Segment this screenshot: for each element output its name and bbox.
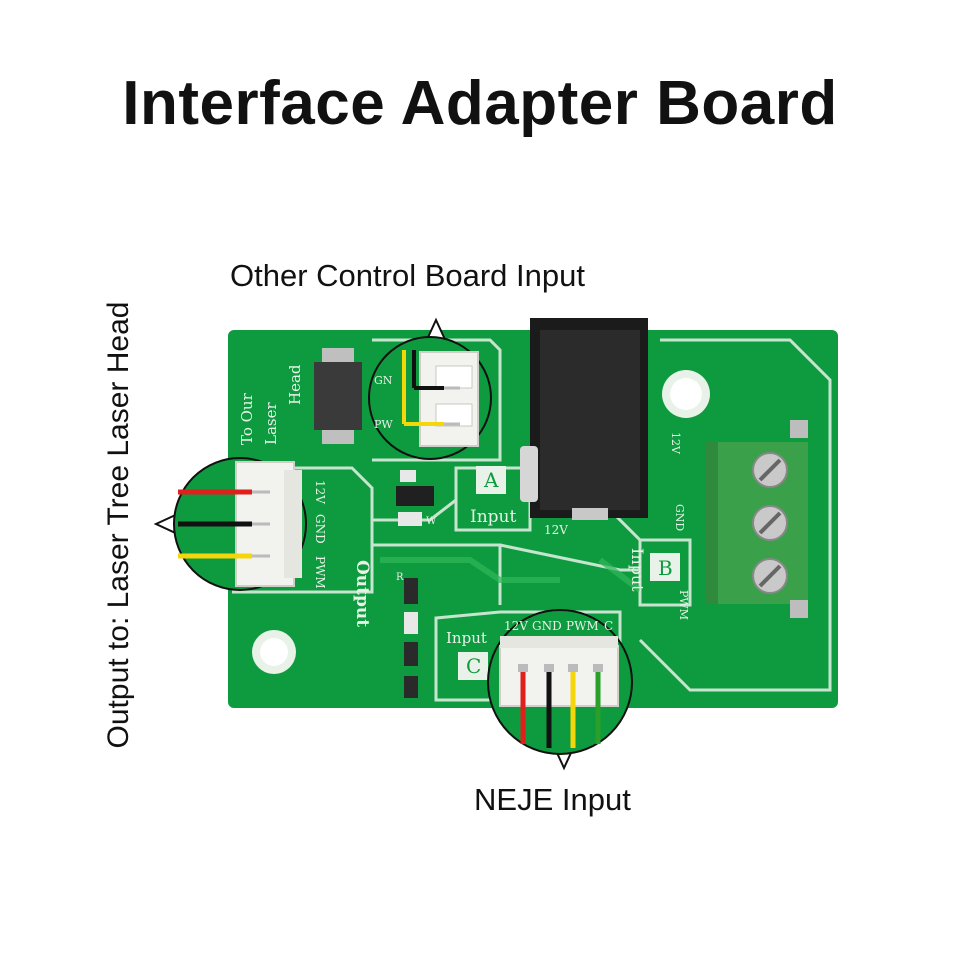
dc-power-jack	[520, 318, 648, 520]
callout-top-connector: GN PW	[368, 317, 492, 460]
silk-output-pin-pwm: PWM	[313, 556, 327, 589]
silk-input-b-letter: B	[658, 556, 673, 580]
silk-input-b-label: Input	[628, 548, 647, 592]
screw-terminal-block	[706, 420, 808, 618]
callout-other-control-board-input: Other Control Board Input	[230, 258, 585, 293]
silk-input-c-letter: C	[466, 654, 481, 678]
silk-input-a-label: Input	[470, 507, 516, 527]
silk-neje-c: C	[604, 619, 613, 633]
silk-resistor-w: W	[426, 516, 437, 527]
silk-input-c-label: Input	[446, 629, 487, 647]
silk-output: Output	[352, 560, 372, 627]
silk-output-pin-12v: 12V	[313, 480, 327, 504]
silk-neje-gnd: GND	[532, 619, 562, 633]
silk-head: Head	[286, 364, 304, 405]
callout-neje-input: NEJE Input	[474, 782, 631, 817]
silk-to-our: To Our	[238, 392, 256, 445]
silk-jack-12v: 12V	[544, 523, 568, 537]
callout-neje-connector: 12V GND PWM C	[487, 609, 633, 771]
silk-terminal-gnd: GND	[673, 504, 686, 531]
callout-output-connector	[153, 457, 307, 591]
silk-small-gn: GN	[374, 374, 393, 387]
silk-neje-pwm: PWM	[566, 619, 599, 633]
silk-small-pw: PW	[374, 418, 393, 431]
page-title: Interface Adapter Board	[122, 69, 838, 138]
silk-output-pin-gnd: GND	[313, 514, 327, 544]
silk-resistor-r: R	[396, 572, 404, 583]
silk-laser: Laser	[262, 402, 280, 445]
silk-input-a-letter: A	[483, 468, 499, 492]
smd-ic	[396, 486, 434, 506]
silk-terminal-12v: 12V	[669, 432, 682, 455]
silk-neje-12v: 12V	[504, 619, 528, 633]
diode-component	[314, 362, 362, 430]
silk-terminal-pwm: PWM	[677, 590, 690, 620]
